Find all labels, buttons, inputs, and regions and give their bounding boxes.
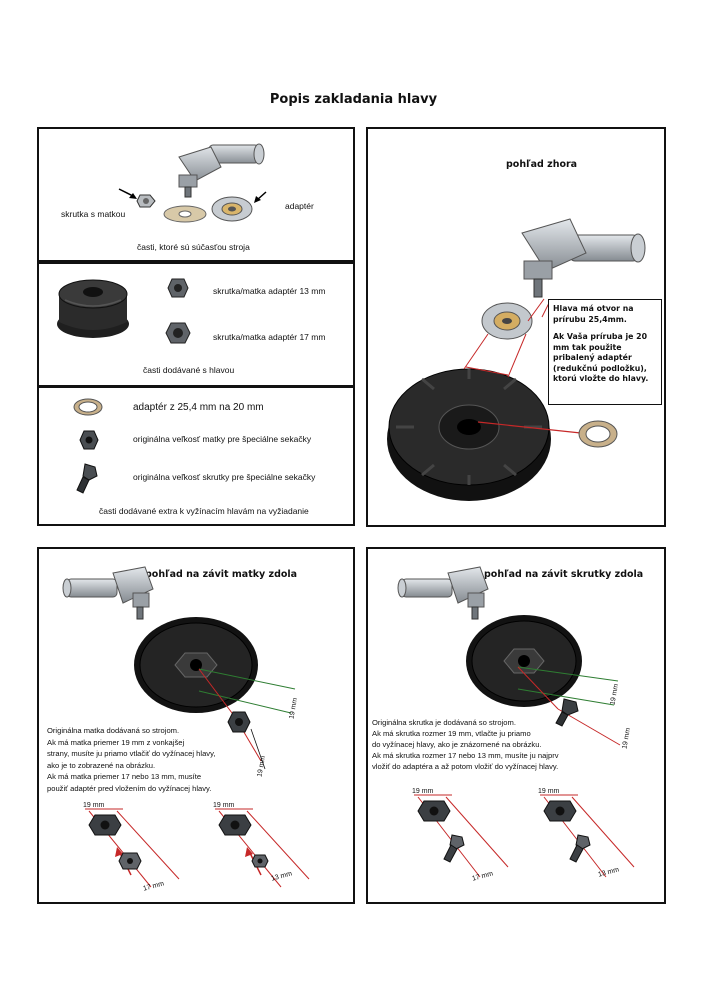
note-line: Hlava má otvor na bbox=[553, 304, 634, 313]
note-box: Hlava má otvor na prírubu 25,4mm. Ak Vaš… bbox=[548, 299, 662, 405]
note-line: (redukčnú podložku), bbox=[553, 363, 647, 373]
panel-bolt-thread-view: pohľad na závit skrutky zdola 19 mm 19 m… bbox=[366, 547, 666, 904]
panel-extra-parts: adaptér z 25,4 mm na 20 mm originálna ve… bbox=[37, 386, 355, 526]
instruction-line: do vyžínacej hlavy, ako je znázornené na… bbox=[372, 740, 542, 749]
bolt-nut-icon bbox=[136, 194, 156, 208]
bolt-insertion-diagram bbox=[540, 794, 635, 878]
panel-nut-thread-view: pohľad na závit matky zdola 19 mm 19 mm … bbox=[37, 547, 355, 904]
label-adapter-13: skrutka/matka adaptér 13 mm bbox=[213, 286, 326, 296]
note-line: Ak Vaša príruba je 20 bbox=[553, 332, 647, 341]
dim-label: 19 mm bbox=[538, 788, 560, 795]
instruction-line: Originálna matka dodávaná so strojom. bbox=[47, 726, 180, 735]
instruction-line: použiť adaptér pred vložením do vyžínace… bbox=[47, 783, 212, 793]
instruction-line: Originálna skrutka je dodávaná so strojo… bbox=[372, 718, 516, 727]
note-line: pribalený adaptér bbox=[553, 353, 632, 362]
trimmer-head-underside bbox=[134, 617, 258, 713]
instruction-line: strany, musíte ju priamo vtlačiť do vyží… bbox=[47, 749, 216, 758]
gearhead-illustration bbox=[521, 218, 646, 298]
panel-head-parts: skrutka/matka adaptér 13 mm skrutka/matk… bbox=[37, 262, 355, 387]
arrow-icon bbox=[118, 188, 137, 199]
trimmer-head-icon bbox=[57, 279, 129, 338]
instruction-line: Ak má matka priemer 19 mm z vonkajšej bbox=[47, 737, 185, 747]
caption-head-parts: časti dodávané s hlavou bbox=[143, 365, 235, 375]
nut-insertion-diagram bbox=[215, 808, 310, 888]
instruction-line: Ak má matka priemer 17 nebo 13 mm, musít… bbox=[47, 772, 202, 781]
nut-instructions: Originálna matka dodávaná so strojom. Ak… bbox=[47, 725, 215, 794]
caption-machine-parts: časti, ktoré sú súčasťou stroja bbox=[137, 242, 250, 252]
dim-label: 19 mm bbox=[83, 802, 105, 809]
bolt-icon bbox=[76, 463, 98, 494]
gearhead-illustration bbox=[397, 566, 489, 620]
measurement-lines bbox=[463, 298, 594, 438]
page-title: Popis zakladania hlavy bbox=[269, 92, 438, 107]
instruction-line: ako je to zobrazené na obrázku. bbox=[47, 760, 156, 770]
label-adapter-17: skrutka/matka adaptér 17 mm bbox=[213, 332, 326, 342]
nut-17-icon bbox=[165, 322, 191, 344]
note-line: mm tak použite bbox=[553, 342, 622, 352]
bolt-instructions: Originálna skrutka je dodávaná so strojo… bbox=[372, 717, 559, 772]
label-original-bolt: originálna veľkosť skrutky pre špeciálne… bbox=[133, 472, 316, 482]
measurement-lines bbox=[198, 668, 296, 770]
adapter-ring-icon bbox=[578, 420, 618, 448]
instruction-line: Ak má skrutka rozmer 19 mm, vtlačte ju p… bbox=[372, 729, 531, 738]
bolt-icon bbox=[555, 698, 579, 727]
instruction-line: vložiť do adaptéra a až potom vložiť do … bbox=[372, 762, 559, 771]
dim-label: 19 mm bbox=[412, 788, 434, 795]
nut-icon bbox=[79, 430, 99, 450]
panel-machine-parts: skrutka s matkou adaptér časti, ktoré sú… bbox=[37, 127, 355, 262]
heading-nut-thread: pohľad na závit matky zdola bbox=[145, 569, 298, 580]
heading-bolt-thread: pohľad na závit skrutky zdola bbox=[484, 569, 644, 580]
flange-adapter-icon bbox=[481, 302, 533, 340]
washer-plate-icon bbox=[163, 205, 207, 223]
trimmer-head-large bbox=[387, 368, 551, 501]
gearhead-illustration bbox=[62, 566, 154, 620]
heading-top-view: pohľad zhora bbox=[506, 159, 578, 170]
caption-extra-parts: časti dodávané extra k vyžínacím hlavám … bbox=[99, 506, 309, 516]
panel-top-view: pohľad zhora bbox=[366, 127, 666, 527]
adapter-ring-icon bbox=[73, 398, 103, 416]
gearhead-illustration bbox=[178, 143, 265, 198]
nut-13-icon bbox=[167, 278, 189, 298]
label-adapter-25-20: adaptér z 25,4 mm na 20 mm bbox=[133, 402, 264, 413]
nut-insertion-diagram bbox=[85, 808, 180, 888]
label-bolt-nut: skrutka s matkou bbox=[61, 209, 126, 219]
label-original-nut: originálna veľkosť matky pre špeciálne s… bbox=[133, 434, 312, 444]
adapter-icon bbox=[211, 196, 253, 222]
label-adapter: adaptér bbox=[285, 201, 314, 211]
instruction-line: Ak má skrutka rozmer 17 nebo 13 mm, musí… bbox=[372, 751, 559, 760]
arrow-icon bbox=[254, 191, 267, 203]
dim-label: 19 mm bbox=[213, 802, 235, 809]
nut-icon bbox=[227, 711, 251, 733]
trimmer-head-underside bbox=[466, 615, 582, 707]
note-line: ktorú vložte do hlavy. bbox=[553, 374, 649, 383]
note-line: prírubu 25,4mm. bbox=[553, 314, 627, 324]
bolt-insertion-diagram bbox=[414, 794, 509, 878]
